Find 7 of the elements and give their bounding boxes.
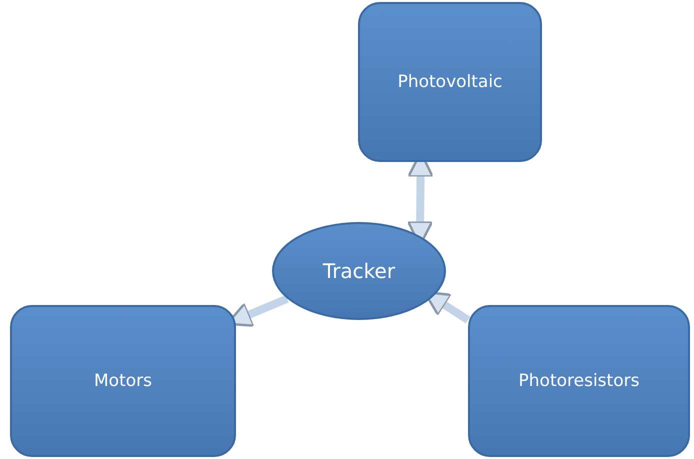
- node-label: Photovoltaic: [398, 72, 502, 92]
- node-label: Tracker: [322, 259, 396, 283]
- process-box: [358, 2, 542, 162]
- node-label: Photoresistors: [518, 371, 640, 391]
- process-box: [468, 305, 690, 457]
- process-box: [10, 305, 236, 457]
- node-label: Motors: [94, 371, 152, 391]
